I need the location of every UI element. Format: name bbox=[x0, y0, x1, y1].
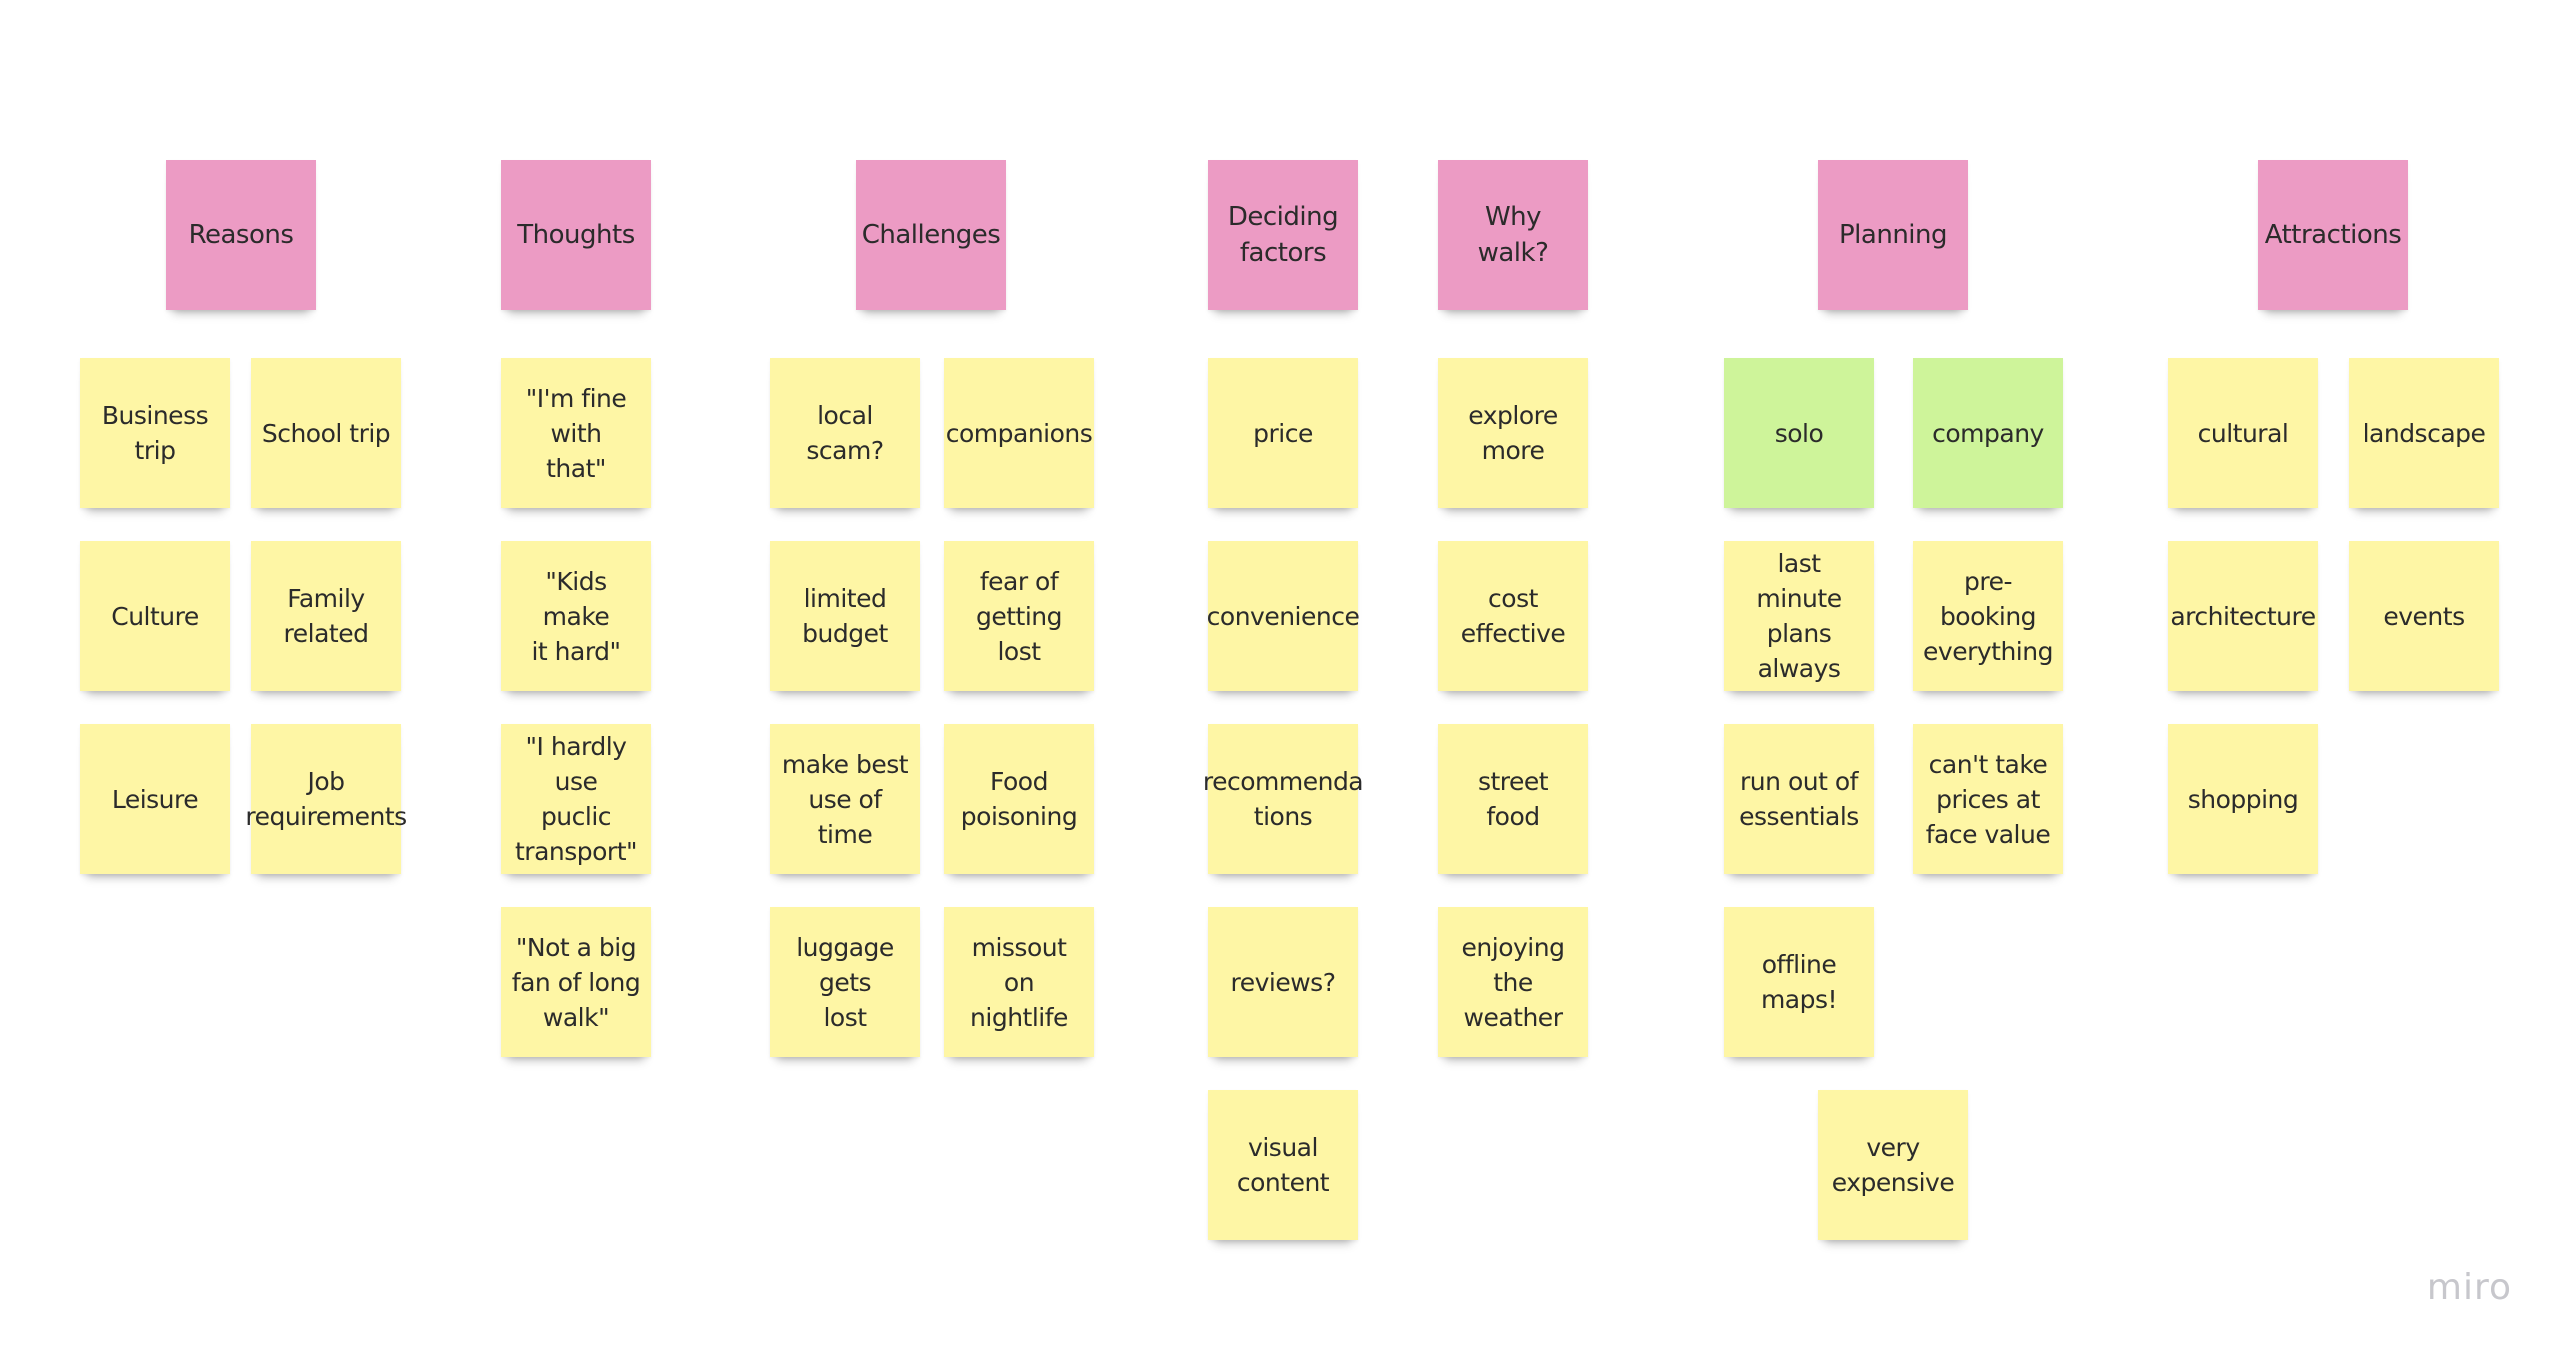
sticky-note-convenience[interactable]: convenience bbox=[1207, 541, 1360, 691]
sticky-note-fear-of-getting-lost[interactable]: fear of getting lost bbox=[944, 541, 1094, 691]
sticky-note-cultural[interactable]: cultural bbox=[2168, 358, 2318, 508]
sticky-note-cost-effective[interactable]: cost effective bbox=[1438, 541, 1588, 691]
sticky-note-local-scam[interactable]: local scam? bbox=[770, 358, 920, 508]
sticky-note-solo[interactable]: solo bbox=[1724, 358, 1874, 508]
sticky-note-reviews[interactable]: reviews? bbox=[1208, 907, 1358, 1057]
sticky-note-run-out-of-essentials[interactable]: run out of essentials bbox=[1724, 724, 1874, 874]
sticky-note-hardly-use-transport[interactable]: "I hardly use puclic transport" bbox=[501, 724, 651, 874]
sticky-note-job-requirements[interactable]: Job requirements bbox=[245, 724, 407, 874]
sticky-note-missout-nightlife[interactable]: missout on nightlife bbox=[944, 907, 1094, 1057]
sticky-note-family-related[interactable]: Family related bbox=[251, 541, 401, 691]
sticky-note-limited-budget[interactable]: limited budget bbox=[770, 541, 920, 691]
sticky-note-visual-content[interactable]: visual content bbox=[1208, 1090, 1358, 1240]
sticky-note-culture[interactable]: Culture bbox=[80, 541, 230, 691]
sticky-header-why-walk[interactable]: Why walk? bbox=[1438, 160, 1588, 310]
sticky-note-offline-maps[interactable]: offline maps! bbox=[1724, 907, 1874, 1057]
sticky-header-reasons[interactable]: Reasons bbox=[166, 160, 316, 310]
miro-logo: miro bbox=[2426, 1267, 2512, 1308]
sticky-header-deciding-factors[interactable]: Deciding factors bbox=[1208, 160, 1358, 310]
sticky-note-pre-booking[interactable]: pre-booking everything bbox=[1913, 541, 2063, 691]
sticky-note-very-expensive[interactable]: very expensive bbox=[1818, 1090, 1968, 1240]
sticky-note-street-food[interactable]: street food bbox=[1438, 724, 1588, 874]
sticky-note-business-trip[interactable]: Business trip bbox=[80, 358, 230, 508]
sticky-note-landscape[interactable]: landscape bbox=[2349, 358, 2499, 508]
sticky-note-luggage-lost[interactable]: luggage gets lost bbox=[770, 907, 920, 1057]
sticky-note-cant-take-prices[interactable]: can't take prices at face value bbox=[1913, 724, 2063, 874]
sticky-note-last-minute-plans[interactable]: last minute plans always bbox=[1724, 541, 1874, 691]
sticky-note-shopping[interactable]: shopping bbox=[2168, 724, 2318, 874]
sticky-note-explore-more[interactable]: explore more bbox=[1438, 358, 1588, 508]
sticky-header-challenges[interactable]: Challenges bbox=[856, 160, 1006, 310]
sticky-header-thoughts[interactable]: Thoughts bbox=[501, 160, 651, 310]
sticky-note-not-fan-of-long-walk[interactable]: "Not a big fan of long walk" bbox=[501, 907, 651, 1057]
sticky-header-attractions[interactable]: Attractions bbox=[2258, 160, 2408, 310]
sticky-note-leisure[interactable]: Leisure bbox=[80, 724, 230, 874]
sticky-note-make-best-use-of-time[interactable]: make best use of time bbox=[770, 724, 920, 874]
sticky-note-architecture[interactable]: architecture bbox=[2168, 541, 2318, 691]
sticky-note-enjoying-weather[interactable]: enjoying the weather bbox=[1438, 907, 1588, 1057]
sticky-note-companions[interactable]: companions bbox=[944, 358, 1094, 508]
sticky-note-kids-make-it-hard[interactable]: "Kids make it hard" bbox=[501, 541, 651, 691]
sticky-note-fine-with-that[interactable]: "I'm fine with that" bbox=[501, 358, 651, 508]
sticky-note-price[interactable]: price bbox=[1208, 358, 1358, 508]
sticky-note-company[interactable]: company bbox=[1913, 358, 2063, 508]
sticky-note-food-poisoning[interactable]: Food poisoning bbox=[944, 724, 1094, 874]
sticky-note-events[interactable]: events bbox=[2349, 541, 2499, 691]
sticky-note-school-trip[interactable]: School trip bbox=[251, 358, 401, 508]
sticky-note-recommendations[interactable]: recommenda tions bbox=[1203, 724, 1364, 874]
sticky-header-planning[interactable]: Planning bbox=[1818, 160, 1968, 310]
